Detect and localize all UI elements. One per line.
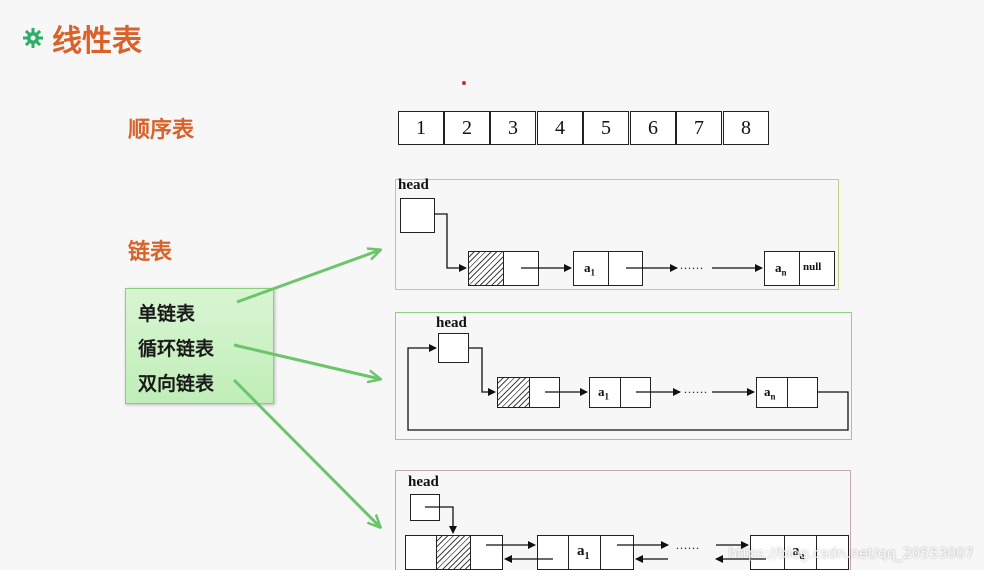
array-cell-8: 8 bbox=[723, 111, 769, 145]
doubly-header-node-data bbox=[436, 535, 471, 570]
doubly-head-label: head bbox=[408, 474, 439, 490]
circular-ellipsis: ...... bbox=[684, 382, 708, 396]
singly-head-pointer bbox=[400, 198, 435, 233]
title-row: 线性表 bbox=[22, 18, 142, 59]
array-cell-4: 4 bbox=[537, 111, 583, 145]
singly-a1-label: a1 bbox=[584, 260, 595, 278]
doubly-node-a1-prev bbox=[537, 535, 569, 570]
green-arrow-doubly bbox=[232, 378, 380, 527]
circular-a1-label: a1 bbox=[598, 384, 609, 402]
green-arrow-circular bbox=[233, 343, 380, 379]
circular-head-label: head bbox=[436, 315, 467, 331]
singly-an-label: an bbox=[775, 260, 787, 278]
circular-list-frame bbox=[395, 312, 852, 440]
singly-node-an-data bbox=[764, 251, 800, 286]
watermark: https://blog.csdn.net/qq_20553007 bbox=[728, 546, 974, 562]
list-kinds-box: 单链表 循环链表 双向链表 bbox=[125, 288, 274, 404]
page-title: 线性表 bbox=[52, 24, 142, 59]
singly-head-label: head bbox=[398, 177, 429, 193]
circular-node-a1-data bbox=[589, 377, 621, 408]
gear-bullet-icon bbox=[23, 28, 43, 48]
circular-node-a1-next bbox=[620, 377, 651, 408]
doubly-head-arrow bbox=[425, 506, 457, 534]
singly-header-node-data bbox=[468, 251, 504, 286]
red-dot bbox=[462, 81, 466, 85]
doubly-node-a1-next bbox=[600, 535, 634, 570]
singly-ellipsis: ...... bbox=[680, 258, 704, 272]
doubly-list-frame bbox=[395, 470, 851, 570]
array-cell-6: 6 bbox=[630, 111, 676, 145]
circular-head-arrow bbox=[469, 347, 496, 396]
kind-singly: 单链表 bbox=[138, 303, 196, 325]
circular-loop-arrow bbox=[407, 344, 849, 431]
singly-node-an-next bbox=[799, 251, 835, 286]
array-cell-7: 7 bbox=[676, 111, 722, 145]
sequential-list-label: 顺序表 bbox=[128, 118, 195, 143]
kind-circular: 循环链表 bbox=[138, 338, 215, 360]
green-arrow-singly bbox=[236, 250, 380, 304]
singly-list-frame bbox=[395, 179, 839, 290]
linked-list-label: 链表 bbox=[128, 240, 173, 265]
singly-null-label: null bbox=[803, 261, 822, 273]
singly-head-arrow bbox=[434, 213, 467, 272]
doubly-an-label: aa bbox=[792, 543, 805, 562]
doubly-a1-label: a1 bbox=[577, 543, 590, 562]
array-cell-2: 2 bbox=[444, 111, 490, 145]
circular-node-an-next bbox=[787, 377, 818, 408]
circular-head-pointer bbox=[438, 333, 469, 363]
circular-an-label: an bbox=[764, 384, 776, 402]
array-cell-5: 5 bbox=[583, 111, 629, 145]
array-cell-1: 1 bbox=[398, 111, 444, 145]
array-cell-3: 3 bbox=[490, 111, 536, 145]
circular-node-an-data bbox=[756, 377, 788, 408]
kind-doubly: 双向链表 bbox=[138, 373, 215, 395]
doubly-ellipsis: ...... bbox=[676, 538, 700, 552]
